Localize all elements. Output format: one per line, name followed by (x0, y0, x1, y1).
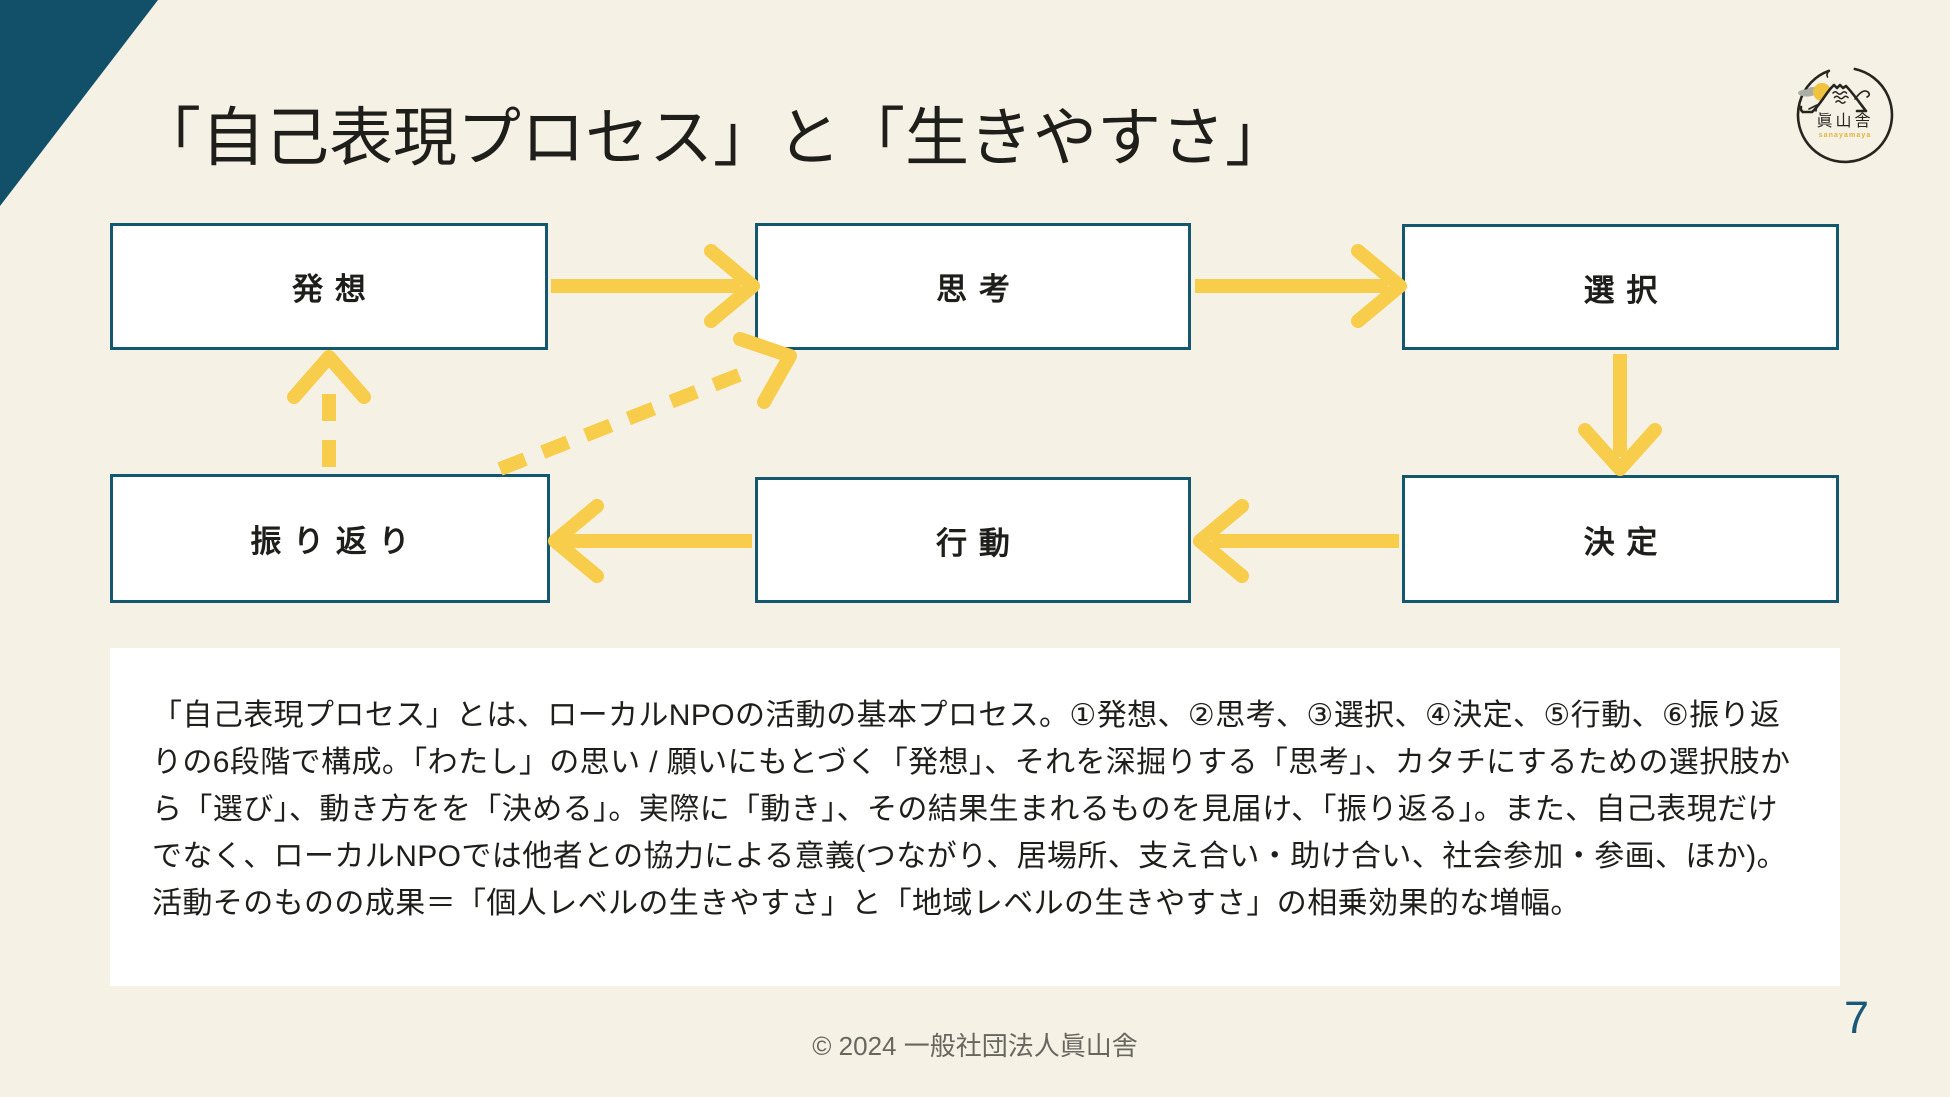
arrow-hasso-to-shiko (551, 244, 760, 328)
process-box-kodo: 行動 (755, 477, 1191, 603)
sanayamaya-logo: 眞山舎 sanayamaya (1796, 67, 1894, 164)
logo-name-ja: 眞山舎 (1816, 112, 1873, 130)
page-title: 「自己表現プロセス」と「生きやすさ」 (137, 101, 1289, 174)
arrow-kodo-to-furikaeri (548, 499, 752, 583)
logo-circle (1796, 67, 1894, 164)
snow-lines-icon (1832, 90, 1849, 105)
arrow-furikaeri-to-hasso-dashed (287, 350, 371, 467)
page-number: 7 (1844, 992, 1870, 1043)
arrow-furikaeri-to-shiko-dashed (497, 332, 797, 476)
process-box-hasso: 発想 (110, 223, 548, 350)
process-box-shiko: 思考 (755, 223, 1191, 350)
logo-name-romaji: sanayamaya (1819, 132, 1872, 139)
arrow-shiko-to-sentaku (1195, 244, 1407, 328)
process-box-furikaeri: 振り返り (110, 474, 550, 603)
arrow-kettei-to-kodo (1193, 499, 1399, 583)
description-paragraph: 「自己表現プロセス」とは、ローカルNPOの活動の基本プロセス。①発想、②思考、③… (152, 699, 1791, 920)
flag-icon (1808, 104, 1818, 112)
hanger-hook-icon (1854, 90, 1871, 100)
mountain-icon (1799, 83, 1868, 114)
process-box-kettei: 決定 (1402, 475, 1839, 603)
copyright-text: © 2024 一般社団法人眞山舎 (812, 1031, 1138, 1061)
process-box-sentaku: 選択 (1402, 224, 1839, 350)
logo-circle-hook (1826, 70, 1830, 78)
arrow-sentaku-to-kettei (1578, 354, 1662, 476)
corner-triangle-decoration (0, 0, 158, 206)
description-panel: 「自己表現プロセス」とは、ローカルNPOの活動の基本プロセス。①発想、②思考、③… (110, 648, 1840, 986)
